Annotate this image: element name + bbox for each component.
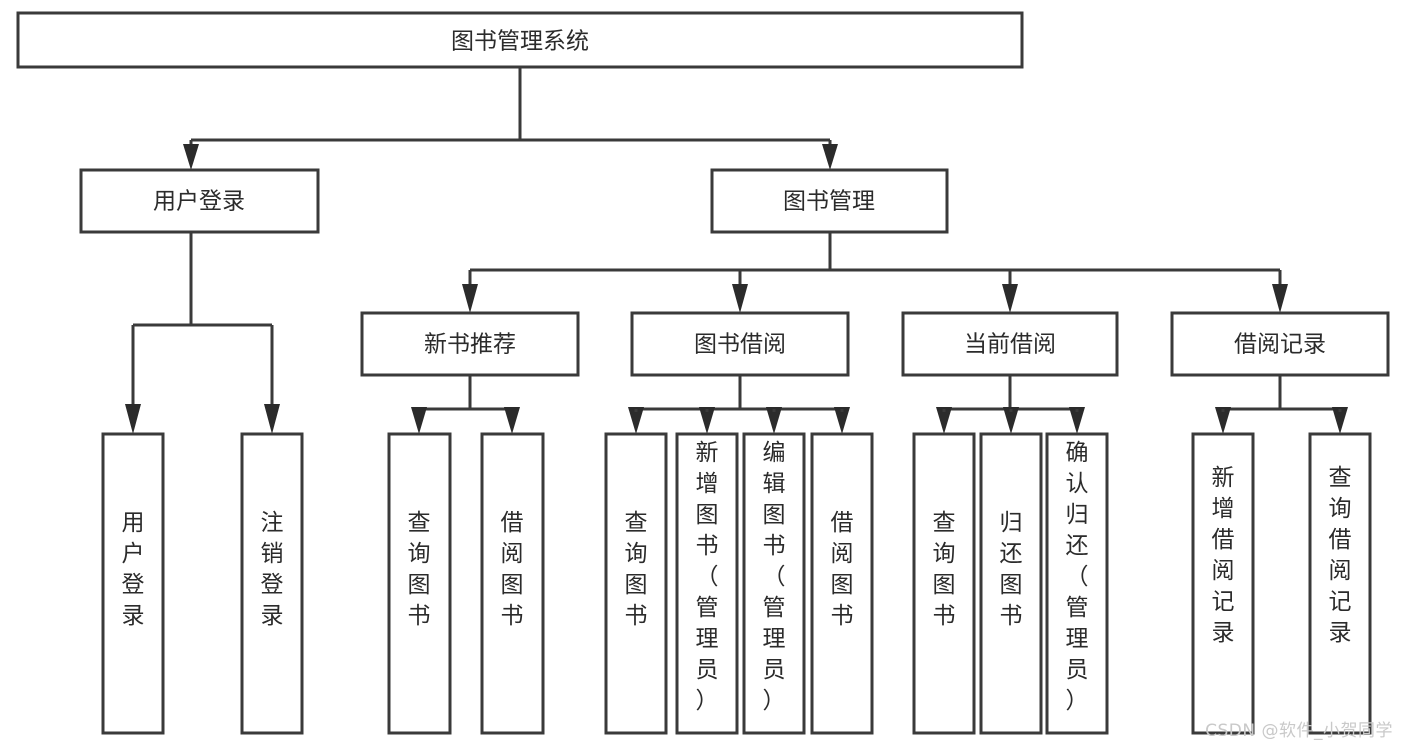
node-book-borrow-box[interactable]: [630, 311, 850, 377]
connector-group-borrowrecord: [1215, 375, 1348, 434]
leaf-br-add-label: 新增借阅记录: [1212, 465, 1235, 646]
leaf-node[interactable]: 确认归还（管理员）: [1045, 432, 1109, 735]
leaf-logout-box[interactable]: [240, 432, 304, 735]
node-borrow-record-label: 借阅记录: [1234, 332, 1326, 358]
arrow-head-borrow-record: [1272, 284, 1288, 313]
arrow-head-cb-query: [936, 407, 952, 434]
leaf-node[interactable]: 编辑图书（管理员）: [742, 432, 806, 735]
leaf-nb-borrow-box[interactable]: [480, 432, 545, 735]
node-new-book-recommend-box[interactable]: [360, 311, 580, 377]
arrow-head-bb-edit: [766, 407, 782, 434]
arrow-head-leaf-logout: [264, 404, 280, 434]
node-root-label: 图书管理系统: [451, 29, 589, 55]
arrow-head-current-borrow: [1002, 284, 1018, 313]
arrow-head-br-add: [1215, 407, 1231, 434]
leaf-nb-query-box[interactable]: [387, 432, 452, 735]
connector-group-userlogin: [125, 232, 280, 434]
node-current-borrow-label: 当前借阅: [964, 332, 1056, 358]
leaf-node[interactable]: 新增图书（管理员）: [675, 432, 739, 735]
leaf-logout-label: 注销登录: [261, 510, 284, 629]
arrow-head-cb-return: [1003, 407, 1019, 434]
leaf-node[interactable]: 查询图书: [387, 432, 452, 735]
node-book-borrow[interactable]: 图书借阅: [630, 311, 850, 377]
arrow-head-userlogin: [183, 144, 199, 170]
arrow-head-leaf-user-login: [125, 404, 141, 434]
leaf-bb-query-box[interactable]: [604, 432, 668, 735]
node-new-book-recommend[interactable]: 新书推荐: [360, 311, 580, 377]
node-user-login-box[interactable]: [79, 168, 320, 234]
connector-group-root: [183, 67, 838, 170]
leaf-node[interactable]: 归还图书: [979, 432, 1043, 735]
connector-group-bookmgmt: [462, 232, 1288, 313]
leaf-node[interactable]: 用户登录: [101, 432, 165, 735]
arrow-head-bookmgmt: [822, 144, 838, 170]
leaf-user-login-label: 用户登录: [122, 510, 145, 629]
leaf-node[interactable]: 借阅图书: [810, 432, 874, 735]
leaf-cb-query-label: 查询图书: [933, 510, 956, 629]
arrow-head-br-query: [1332, 407, 1348, 434]
leaf-cb-confirm-label: 确认归还（管理员）: [1066, 440, 1089, 714]
arrow-head-nb-query: [411, 407, 427, 434]
node-borrow-record-box[interactable]: [1170, 311, 1390, 377]
node-user-login-label: 用户登录: [153, 189, 245, 215]
arrow-head-bb-query: [628, 407, 644, 434]
leaf-node[interactable]: 查询借阅记录: [1308, 432, 1372, 735]
leaf-br-query-box[interactable]: [1308, 432, 1372, 735]
leaf-node[interactable]: 注销登录: [240, 432, 304, 735]
connector-group-newbook: [411, 375, 520, 434]
leaf-bb-query-label: 查询图书: [625, 510, 648, 629]
node-book-management-box[interactable]: [710, 168, 949, 234]
leaf-nb-borrow-label: 借阅图书: [501, 510, 524, 629]
arrow-head-nb-borrow: [504, 407, 520, 434]
arrow-head-book-borrow: [732, 284, 748, 313]
node-book-management[interactable]: 图书管理: [710, 168, 949, 234]
node-root[interactable]: 图书管理系统: [16, 11, 1024, 69]
node-borrow-record[interactable]: 借阅记录: [1170, 311, 1390, 377]
leaf-cb-return-label: 归还图书: [1000, 510, 1023, 629]
node-root-box[interactable]: [16, 11, 1024, 69]
leaf-user-login-box[interactable]: [101, 432, 165, 735]
node-current-borrow[interactable]: 当前借阅: [901, 311, 1119, 377]
leaf-br-add-box[interactable]: [1191, 432, 1255, 735]
node-book-borrow-label: 图书借阅: [694, 332, 786, 358]
leaf-cb-confirm-box[interactable]: [1045, 432, 1109, 735]
leaf-node[interactable]: 借阅图书: [480, 432, 545, 735]
leaf-cb-return-box[interactable]: [979, 432, 1043, 735]
arrow-head-bb-borrow: [834, 407, 850, 434]
leaf-bb-add-box[interactable]: [675, 432, 739, 735]
node-user-login[interactable]: 用户登录: [79, 168, 320, 234]
arrow-head-cb-confirm: [1069, 407, 1085, 434]
leaf-node[interactable]: 新增借阅记录: [1191, 432, 1255, 735]
leaf-nb-query-label: 查询图书: [408, 510, 431, 629]
leaf-node[interactable]: 查询图书: [604, 432, 668, 735]
connector-group-currentborrow: [936, 375, 1085, 434]
connector-group-bookborrow: [628, 375, 850, 434]
leaf-bb-edit-box[interactable]: [742, 432, 806, 735]
leaf-cb-query-box[interactable]: [912, 432, 976, 735]
leaf-bb-edit-label: 编辑图书（管理员）: [763, 440, 786, 714]
leaf-node[interactable]: 查询图书: [912, 432, 976, 735]
leaf-bb-add-label: 新增图书（管理员）: [696, 440, 719, 714]
leaf-br-query-label: 查询借阅记录: [1329, 465, 1352, 646]
leaf-bb-borrow-label: 借阅图书: [831, 510, 854, 629]
arrow-head-new-book: [462, 284, 478, 313]
arrow-head-bb-add: [699, 407, 715, 434]
leaf-bb-borrow-box[interactable]: [810, 432, 874, 735]
node-current-borrow-box[interactable]: [901, 311, 1119, 377]
node-book-management-label: 图书管理: [783, 189, 875, 215]
node-new-book-recommend-label: 新书推荐: [424, 332, 516, 358]
